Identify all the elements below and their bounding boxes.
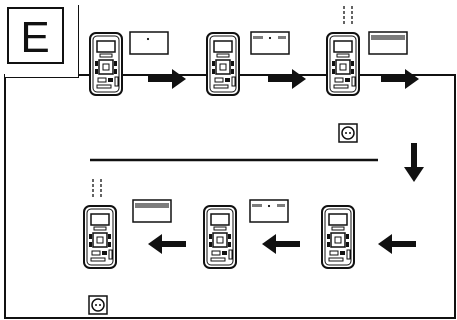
detector-device-icon xyxy=(321,205,355,269)
display-full-icon xyxy=(132,199,172,223)
detector-device-icon xyxy=(326,32,360,96)
down-arrow-icon xyxy=(404,143,424,182)
electrical-socket-icon xyxy=(88,295,108,315)
step-bottom-2 xyxy=(203,199,300,269)
detector-device-icon xyxy=(206,32,240,96)
step-bottom-1 xyxy=(83,178,186,315)
arrow-left-icon xyxy=(262,234,300,254)
diagram-frame xyxy=(4,74,456,319)
step-label: E xyxy=(20,13,49,62)
live-wire-icon xyxy=(92,178,102,200)
step-top-2 xyxy=(206,31,306,96)
detector-device-icon xyxy=(83,205,117,269)
display-partial-icon xyxy=(249,199,289,223)
arrow-right-icon xyxy=(148,69,186,89)
electrical-socket-icon xyxy=(338,123,358,143)
display-full-icon xyxy=(368,31,408,55)
step-top-1 xyxy=(89,31,186,96)
display-partial-icon xyxy=(250,31,290,55)
detector-device-icon xyxy=(203,205,237,269)
arrow-right-icon xyxy=(381,69,419,89)
arrow-right-icon xyxy=(268,69,306,89)
live-wire-icon xyxy=(343,5,353,27)
arrow-left-icon xyxy=(378,234,416,254)
arrow-left-icon xyxy=(148,234,186,254)
step-label-inner-box xyxy=(7,7,64,64)
step-bottom-3 xyxy=(321,205,416,269)
detector-device-icon xyxy=(89,32,123,96)
display-empty-icon xyxy=(129,31,169,55)
